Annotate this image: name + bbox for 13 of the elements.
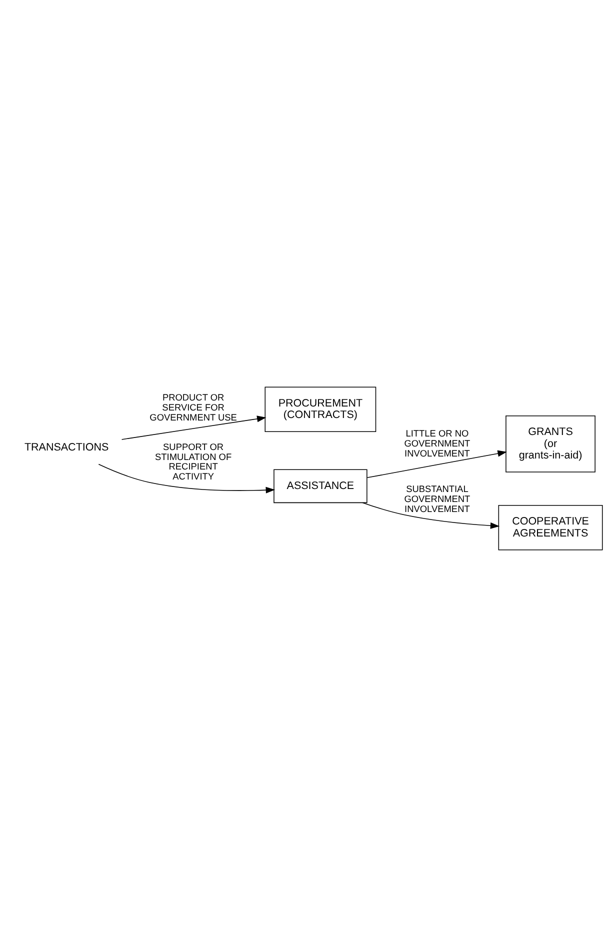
- edge-label: LITTLE OR NO GOVERNMENT INVOLVEMENT: [404, 428, 470, 458]
- node-box: ASSISTANCE: [274, 468, 368, 503]
- node-box: PROCUREMENT (CONTRACTS): [264, 386, 376, 432]
- node-box: GRANTS (or grants-in-aid): [506, 415, 596, 472]
- arrow: [362, 502, 500, 528]
- edge-label: PRODUCT OR SERVICE FOR GOVERNMENT USE: [150, 392, 237, 422]
- arrow: [121, 415, 266, 440]
- node-text: TRANSACTIONS: [24, 441, 109, 454]
- edge-label: SUPPORT OR STIMULATION OF RECIPIENT ACTIVITY: [155, 441, 232, 482]
- arrow: [366, 450, 507, 478]
- arrow: [98, 463, 276, 493]
- edge-label: SUBSTANTIAL GOVERNMENT INVOLVEMENT: [404, 484, 470, 514]
- node-box: COOPERATIVE AGREEMENTS: [498, 504, 603, 550]
